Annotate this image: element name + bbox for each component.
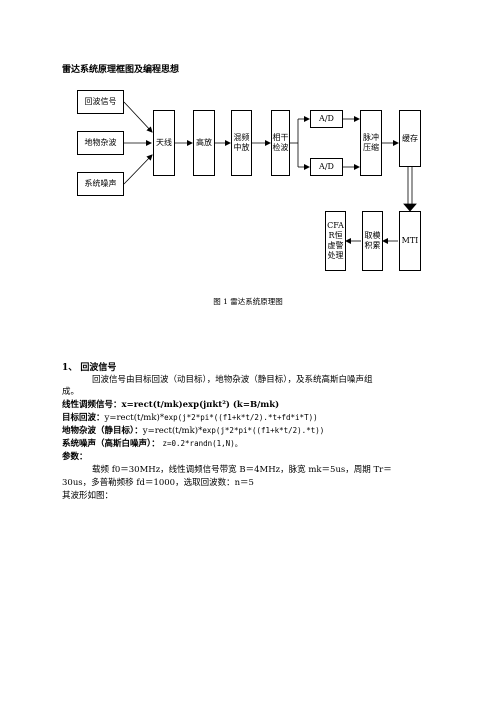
ad-top-box: A/D	[310, 110, 343, 128]
hf-amp-box: 高放	[193, 110, 215, 176]
antenna-label: 天线	[156, 138, 172, 147]
coherent-label-2: 检波	[272, 143, 289, 152]
cfar-label-1: CFA	[327, 221, 344, 230]
noise-label: 系统噪声（高斯白噪声）：	[62, 439, 160, 449]
noise-line: 系统噪声（高斯白噪声）： z=0.2*randn(1,N)。	[62, 438, 242, 451]
ad-bottom-box: A/D	[310, 158, 343, 176]
target-echo-formula-b: exp(j*2*pi*((f1+k*t/2).*t+fd*i*T))	[164, 413, 318, 422]
clutter-line: 地物杂波（静目标）：y=rect(t/mk)*exp(j*2*pi*((f1+k…	[62, 425, 324, 438]
coherent-label-1: 相干	[272, 133, 289, 142]
pulse-compression-box: 脉冲 压缩	[360, 110, 382, 176]
mixer-box: 混频 中放	[231, 110, 252, 176]
section-heading: 1、 回波信号	[62, 363, 117, 373]
radar-block-diagram: 回波信号 地物杂波 系统噪声 天线 高放 混频 中放 相干 检波 A/D A/D…	[0, 0, 496, 300]
waveform-line: 其波形如图：	[62, 491, 114, 501]
accum-label-1: 取模	[364, 231, 381, 240]
params-line: 30us，多普勒频移 fd＝1000，选取回波数：n＝5	[62, 478, 254, 488]
arrow-noise-to-antenna	[123, 154, 153, 185]
cfar-label-3: 虚警	[327, 241, 344, 250]
document-title: 雷达系统原理框图及编程思想	[62, 65, 180, 75]
accumulation-box: 取模 积累	[362, 211, 383, 271]
coherent-detector-box: 相干 检波	[271, 110, 290, 176]
paragraph-line: 回波信号由目标回波（动目标），地物杂波（静目标），及系统高斯白噪声组	[92, 375, 373, 385]
ad-top-label: A/D	[319, 114, 334, 123]
paragraph-line: 成。	[62, 387, 80, 397]
lfm-formula: x=rect(t/mk)exp(jπkt²) (k=B/mk)	[121, 400, 280, 410]
target-echo-line: 目标回波：y=rect(t/mk)*exp(j*2*pi*((f1+k*t/2)…	[62, 412, 318, 425]
antenna-box: 天线	[153, 110, 175, 176]
hf-amp-label: 高放	[196, 138, 212, 147]
ad-bottom-label: A/D	[319, 162, 334, 171]
target-echo-formula-a: y=rect(t/mk)*	[104, 413, 165, 423]
clutter-label: 地物杂波	[84, 138, 117, 147]
mti-label: MTI	[401, 236, 419, 245]
cfar-box: CFA R恒 虚警 处理	[325, 211, 346, 271]
pulse-label-2: 压缩	[363, 143, 379, 152]
pulse-label-1: 脉冲	[363, 133, 379, 142]
cfar-label-4: 处理	[327, 251, 344, 260]
figure-caption: 图 1 雷达系统原理图	[213, 297, 283, 306]
clutter-label: 地物杂波（静目标）：	[62, 426, 143, 436]
arrow-echo-to-antenna	[123, 101, 153, 133]
noise-box: 系统噪声	[77, 172, 124, 196]
clutter-formula-b: exp(j*2*pi*((f1+k*t/2).*t))	[202, 426, 325, 435]
arrow-buffer-to-mti	[403, 203, 417, 212]
buffer-box: 缓存	[399, 110, 421, 167]
clutter-formula-a: y=rect(t/mk)*	[142, 426, 203, 436]
params-line: 载频 f0＝30MHz，线性调频信号带宽 B＝4MHz，脉宽 mk＝5us，周期…	[92, 465, 392, 475]
lfm-label: 线性调频信号：	[62, 400, 122, 410]
accum-label-2: 积累	[364, 241, 381, 250]
echo-signal-box: 回波信号	[77, 90, 124, 114]
mti-box: MTI	[399, 211, 421, 271]
clutter-box: 地物杂波	[77, 131, 124, 155]
target-echo-label: 目标回波：	[62, 413, 105, 423]
diagram-connectors	[123, 101, 417, 244]
mixer-label-2: 中放	[233, 143, 250, 152]
cfar-label-2: R恒	[328, 231, 343, 240]
buffer-label: 缓存	[402, 133, 418, 143]
lfm-line: 线性调频信号：x=rect(t/mk)exp(jπkt²) (k=B/mk)	[62, 399, 279, 412]
params-label: 参数：	[62, 452, 88, 462]
echo-signal-label: 回波信号	[84, 97, 117, 106]
mixer-label-1: 混频	[233, 133, 250, 142]
noise-formula: z=0.2*randn(1,N)。	[162, 439, 243, 448]
noise-label: 系统噪声	[84, 179, 117, 188]
